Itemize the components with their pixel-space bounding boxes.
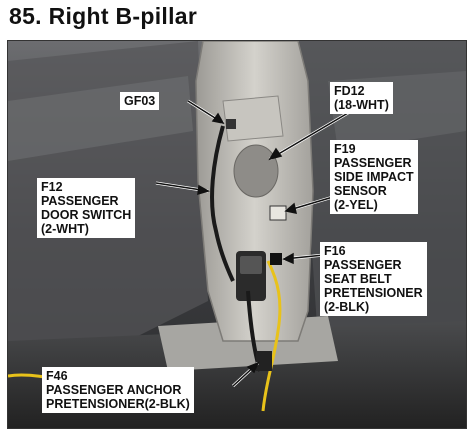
gf03-ground	[226, 119, 236, 129]
leader-arrows	[155, 100, 354, 387]
label-f19: F19 PASSENGER SIDE IMPACT SENSOR (2-YEL)	[330, 140, 418, 214]
black-harness	[210, 125, 235, 282]
pillar-hole	[233, 144, 279, 198]
f46-connector	[256, 351, 272, 371]
label-f46: F46 PASSENGER ANCHOR PRETENSIONER(2-BLK)	[42, 367, 194, 413]
label-fd12: FD12 (18-WHT)	[330, 82, 393, 114]
label-f12: F12 PASSENGER DOOR SWITCH (2-WHT)	[37, 178, 136, 238]
page-title: 85. Right B-pillar	[9, 3, 198, 29]
yellow-harness	[261, 260, 282, 412]
label-f16: F16 PASSENGER SEAT BELT PRETENSIONER (2-…	[320, 242, 427, 316]
f16-connector	[270, 253, 282, 265]
f19-connector	[269, 205, 287, 221]
label-gf03: GF03	[120, 92, 160, 110]
